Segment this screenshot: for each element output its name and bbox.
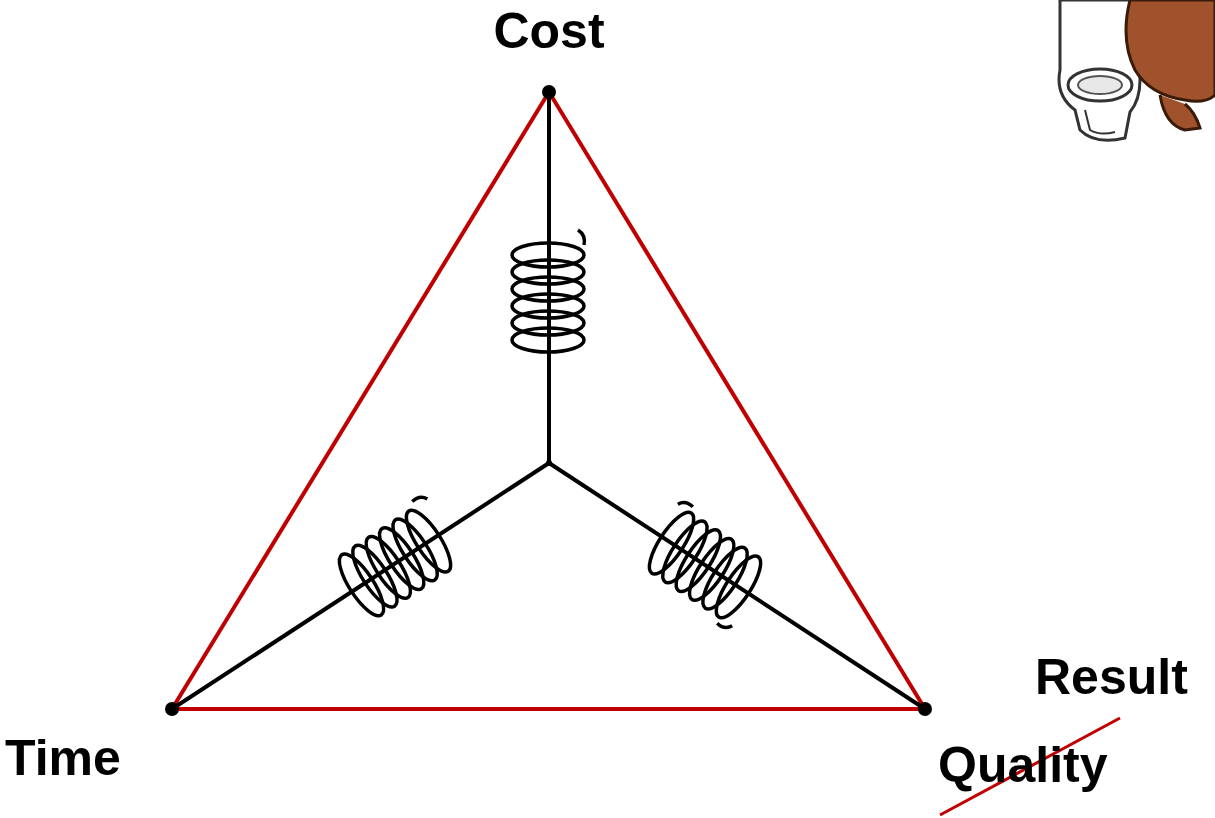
- spokes: [172, 92, 925, 709]
- vertex-label: Cost: [493, 6, 604, 56]
- red-triangle: [172, 92, 925, 709]
- dog-cartoon: [1059, 0, 1215, 140]
- spring-symbol: [328, 230, 775, 631]
- vertex-dot: [165, 85, 932, 716]
- vertex-label: Time: [5, 733, 121, 783]
- vertex-label: Quality: [938, 740, 1107, 790]
- vertex-label: Result: [1035, 652, 1188, 702]
